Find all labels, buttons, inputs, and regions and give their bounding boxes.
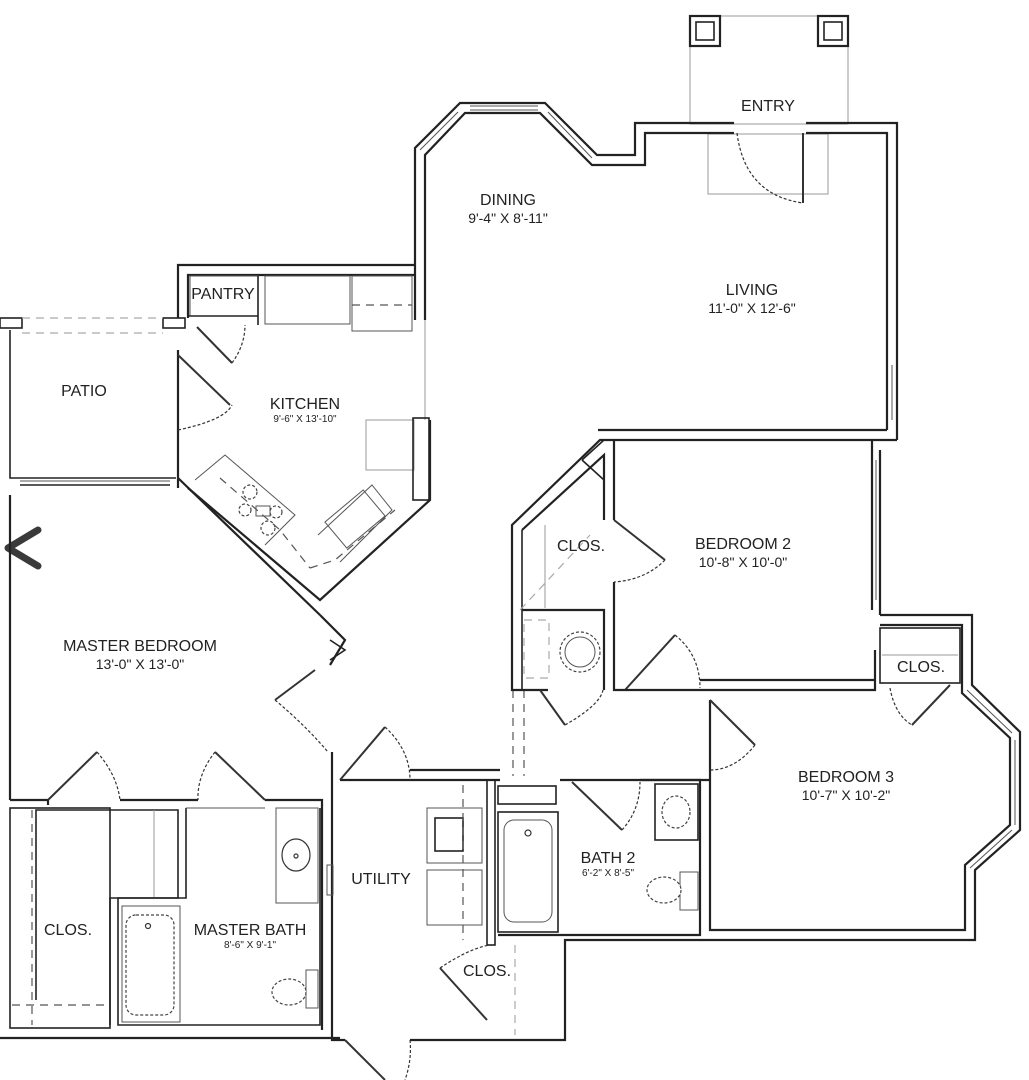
room-dimensions: 9'-6" X 13'-10" (273, 414, 337, 426)
back-arrow (4, 526, 42, 570)
entry-porch (688, 14, 850, 195)
room-label-pantry: PANTRY (191, 286, 254, 304)
room-name: KITCHEN (269, 396, 341, 413)
room-label-master-closet: CLOS. (44, 922, 92, 940)
room-name: BEDROOM 3 (797, 769, 895, 786)
room-name: CLOS. (896, 659, 946, 676)
room-name: CLOS. (43, 922, 93, 939)
patio-walls (0, 317, 186, 486)
room-dimensions: 10'-8" X 10'-0" (698, 554, 788, 571)
room-label-bath-2: BATH 2 6'-2" X 8'-5" (581, 850, 636, 880)
room-name: MASTER BATH (193, 922, 307, 939)
room-name: CLOS. (462, 963, 512, 980)
utility-walls (330, 726, 700, 1080)
room-label-bedroom-3-closet: CLOS. (897, 659, 945, 677)
room-name: DINING (480, 192, 536, 209)
room-name: PANTRY (191, 286, 255, 303)
room-dimensions: 9'-4" X 8'-11" (468, 210, 548, 227)
room-name: UTILITY (351, 871, 411, 888)
room-name: BATH 2 (580, 850, 636, 867)
room-dimensions: 13'-0" X 13'-0" (95, 656, 185, 673)
room-name: PATIO (61, 383, 107, 400)
master-closet-bath (0, 807, 340, 1040)
room-name: ENTRY (741, 98, 795, 115)
room-name: MASTER BEDROOM (63, 638, 217, 655)
room-dimensions: 11'-0" X 12'-6" (708, 300, 796, 317)
chevron-left-icon[interactable] (0, 515, 50, 585)
bedroom3-walls (700, 613, 1022, 942)
bedroom2-walls (510, 428, 897, 726)
kitchen-appliances (194, 454, 396, 569)
room-label-bedroom-2: BEDROOM 2 10'-8" X 10'-0" (695, 536, 791, 570)
room-dimensions: 8'-6" X 9'-1" (223, 940, 277, 952)
room-label-kitchen: KITCHEN 9'-6" X 13'-10" (270, 396, 340, 426)
room-label-bedroom-3: BEDROOM 3 10'-7" X 10'-2" (798, 769, 894, 803)
room-name: BEDROOM 2 (694, 536, 792, 553)
room-label-master-bedroom: MASTER BEDROOM 13'-0" X 13'-0" (63, 638, 217, 672)
room-label-entry: ENTRY (741, 98, 795, 116)
room-label-bedroom-2-closet: CLOS. (557, 538, 605, 556)
exterior-walls-top (413, 101, 899, 440)
master-bedroom-walls (8, 495, 347, 1030)
room-dimensions: 10'-7" X 10'-2" (801, 787, 891, 804)
room-label-living: LIVING 11'-0" X 12'-6" (708, 282, 795, 316)
room-label-utility-closet: CLOS. (463, 963, 511, 981)
bath2-walls (497, 690, 710, 937)
room-dimensions: 6'-2" X 8'-5" (581, 868, 635, 880)
room-label-dining: DINING 9'-4" X 8'-11" (468, 192, 548, 226)
room-name: CLOS. (556, 538, 606, 555)
room-label-master-bath: MASTER BATH 8'-6" X 9'-1" (194, 922, 307, 952)
room-name: LIVING (725, 282, 779, 299)
entry-door (736, 132, 804, 204)
kitchen-walls (176, 263, 432, 616)
room-label-patio: PATIO (61, 383, 107, 401)
room-label-utility: UTILITY (351, 871, 411, 889)
